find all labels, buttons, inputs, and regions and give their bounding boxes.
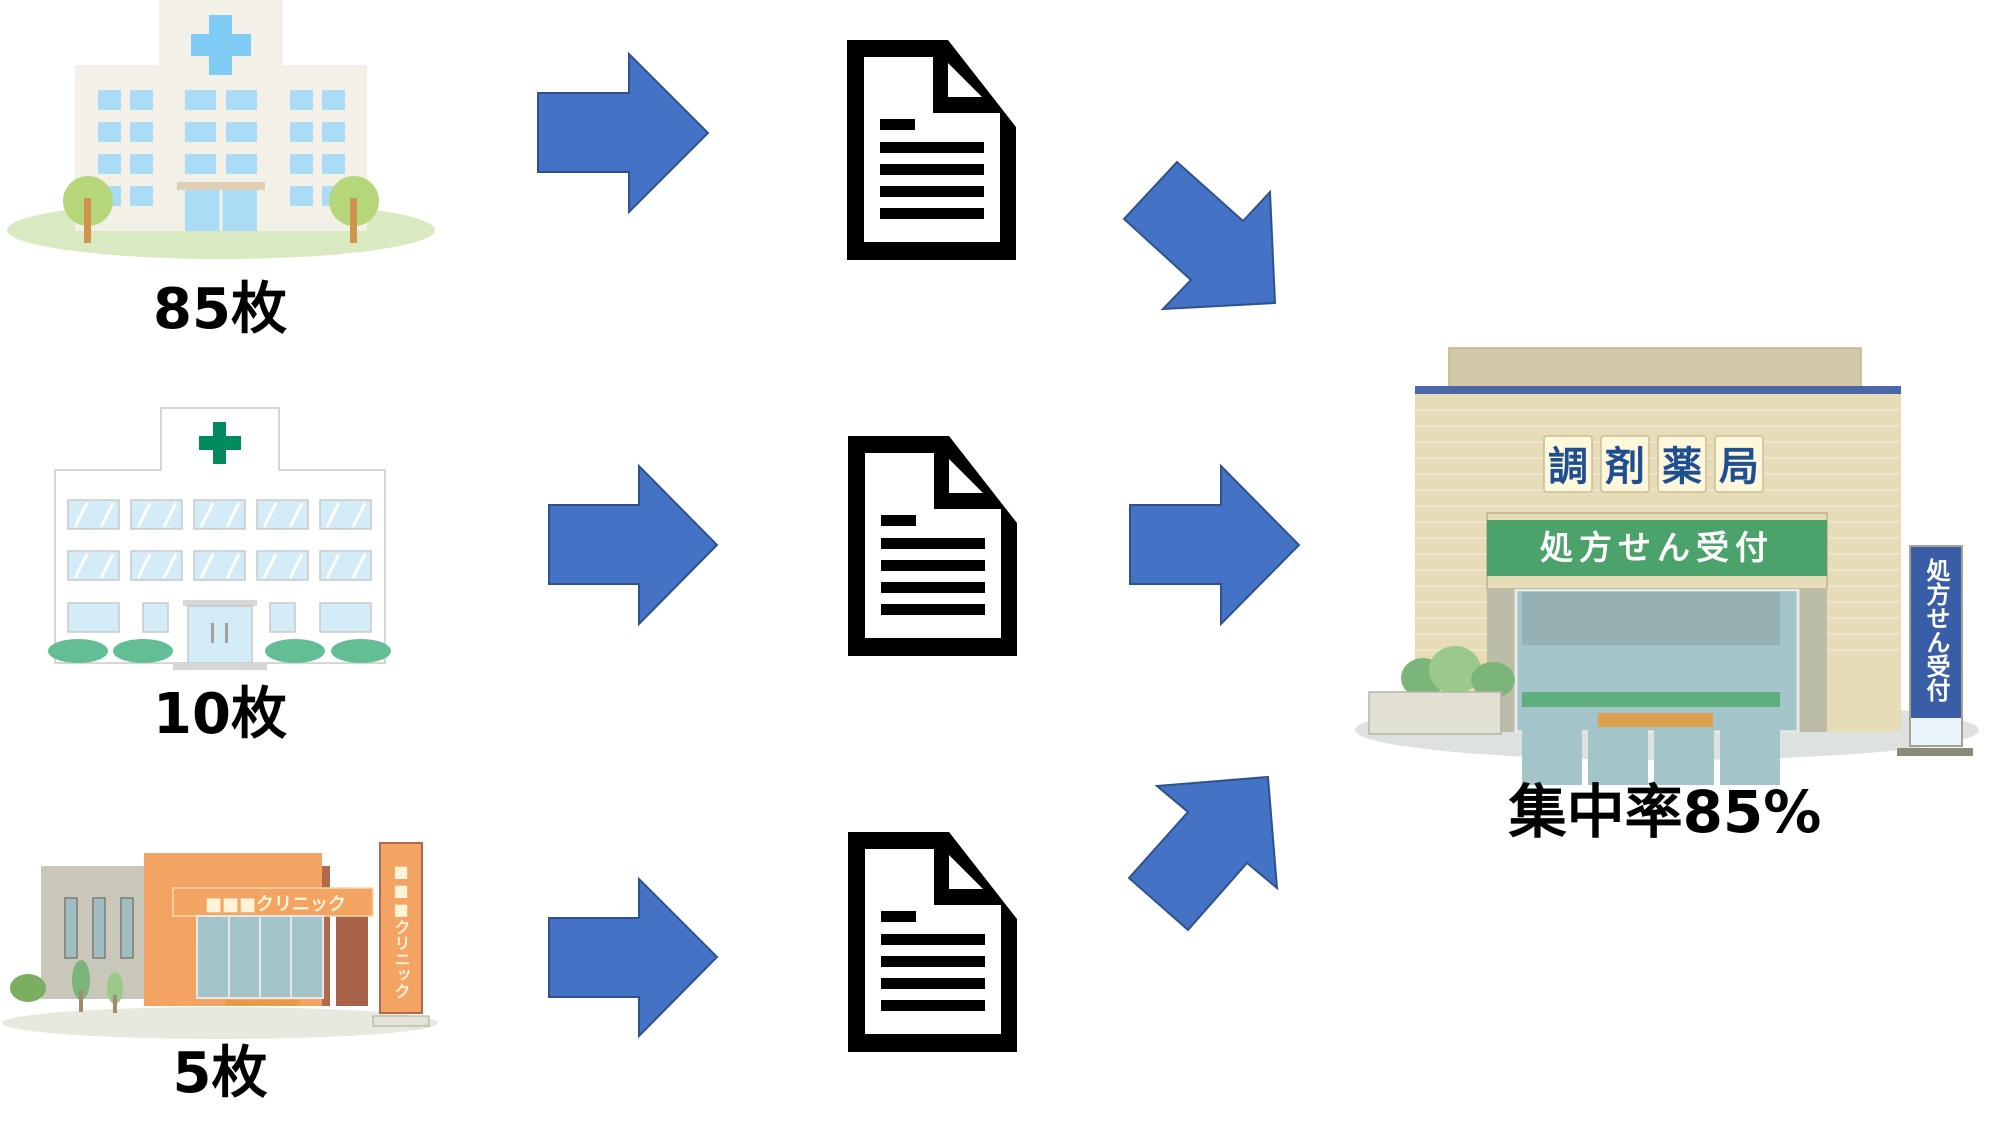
- prescription-document-icon: [848, 832, 1017, 1052]
- arrow-row1-right: [537, 51, 710, 215]
- clinic-count: 5枚: [172, 1041, 268, 1106]
- prescription-document-icon: [848, 436, 1017, 656]
- entrance-canopy: [177, 182, 265, 190]
- sign-pole-text: ■■■クリニック: [392, 862, 411, 999]
- roof-edge: [1415, 386, 1901, 394]
- cross-icon: [199, 422, 241, 464]
- entrance-glass: [1522, 592, 1780, 785]
- stand-sign: [1909, 545, 1963, 747]
- large-hospital-illustration: [7, 0, 435, 259]
- concentration-rate-label: 集中率85%: [1508, 778, 1822, 846]
- medium-hospital-illustration: [48, 407, 391, 670]
- cross-icon: [191, 15, 251, 75]
- pharmacy-sign-char: 局: [1719, 444, 1759, 490]
- pharmacy-sign-char: 剤: [1605, 444, 1645, 490]
- shrubs: [48, 639, 391, 663]
- pharmacy-sign-char: 薬: [1662, 444, 1702, 490]
- entrance-canopy: [183, 600, 257, 606]
- pharmacy-sign: 調 剤 薬 局: [1543, 435, 1764, 493]
- side-windows: [64, 897, 134, 959]
- large-hospital-count: 85枚: [153, 277, 287, 342]
- arrow-row3-diagonal-up: [1127, 775, 1279, 932]
- trees: [72, 960, 123, 1013]
- entrance-door: [187, 605, 253, 664]
- building-outline: [54, 407, 386, 664]
- pharmacy-sign-char: 調: [1548, 444, 1588, 490]
- stand-sign-text: 処方せん受付: [1922, 558, 1950, 703]
- planter: [1368, 646, 1515, 735]
- arrow-row2-right-to-pharmacy: [1129, 463, 1301, 627]
- clinic-illustration: ■■■クリニック ■■■クリニック: [2, 842, 438, 1039]
- arrow-row3-right: [548, 876, 719, 1039]
- prescription-document-icon: [847, 40, 1016, 260]
- door-mat: [1598, 713, 1713, 727]
- medium-hospital-count: 10枚: [153, 682, 287, 747]
- pharmacy-illustration: 調 剤 薬 局 処方せん受付 処方せん受付: [1355, 347, 1979, 785]
- tree-right: [329, 176, 379, 243]
- prescription-banner: [1487, 520, 1827, 576]
- window-glare: [73, 502, 367, 579]
- shop-sign-text: ■■■クリニック: [205, 894, 346, 915]
- brick-column: [336, 915, 368, 1006]
- roof-top: [1448, 347, 1862, 389]
- arrow-row1-diagonal-down: [1122, 160, 1277, 311]
- tree-left: [63, 176, 113, 243]
- arrow-row2-right: [548, 463, 719, 627]
- prescription-banner-text: 処方せん受付: [1540, 528, 1774, 567]
- sign-pole: [379, 842, 423, 1014]
- ground: [2, 1007, 438, 1039]
- entrance-step: [173, 663, 267, 670]
